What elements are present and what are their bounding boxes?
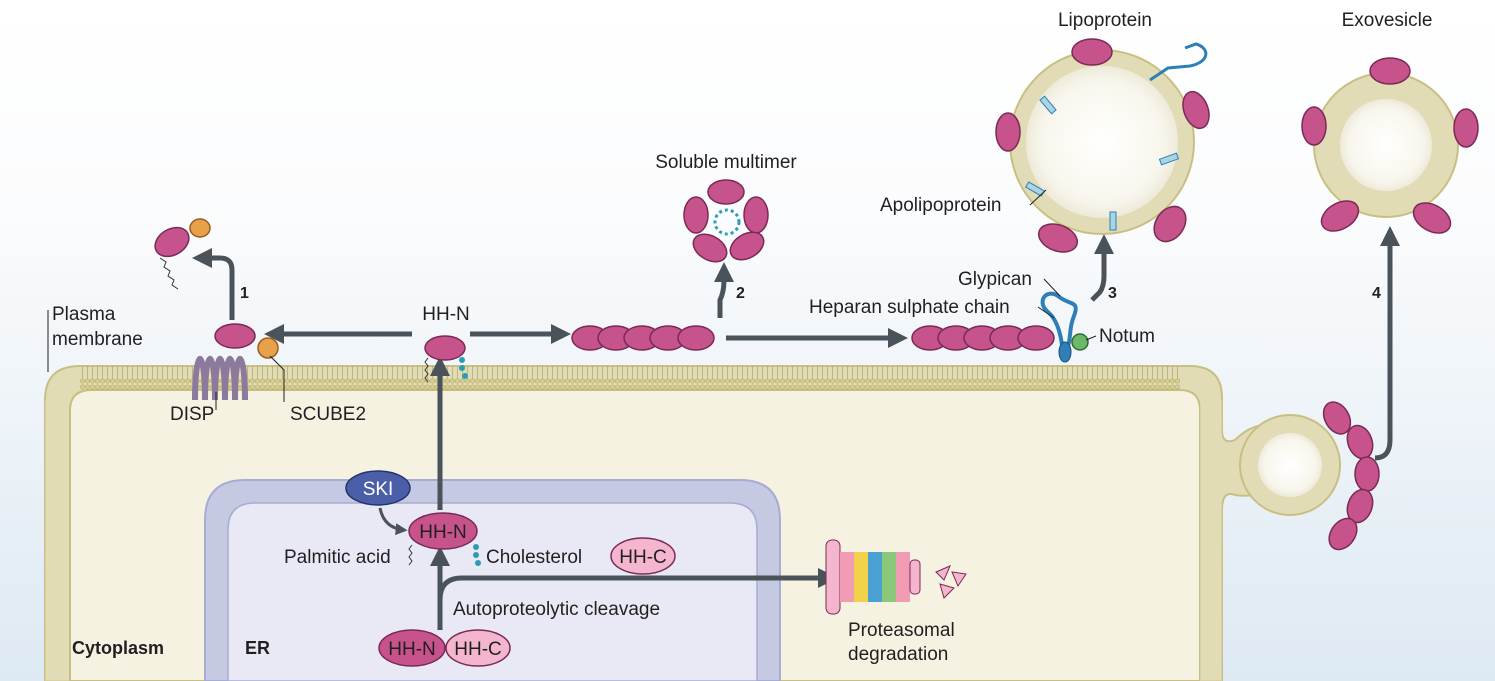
ski-label: SKI	[363, 479, 394, 500]
hh-n-cluster-1	[571, 325, 715, 351]
hh-n-er-label: HH-N	[419, 522, 467, 543]
notum-label: Notum	[1099, 326, 1155, 347]
cholesterol-moiety	[473, 544, 481, 566]
palmitic-acid-label: Palmitic acid	[284, 547, 391, 568]
apolipoprotein-label: Apolipoprotein	[880, 195, 1001, 216]
er-label: ER	[245, 638, 270, 658]
autoproteolytic-cleavage-label: Autoproteolytic cleavage	[453, 599, 660, 620]
soluble-multimer	[683, 179, 769, 263]
heparan-sulphate-chain-label: Heparan sulphate chain	[809, 297, 1010, 318]
exovesicle-label: Exovesicle	[1342, 10, 1433, 31]
membrane-bilayer-left	[45, 400, 69, 681]
proteasomal-degradation-label-line1: Proteasomal	[848, 620, 955, 641]
glypican	[1040, 291, 1078, 363]
hh-n-cluster-2	[911, 325, 1055, 351]
plasma-membrane-label-line1: Plasma	[52, 304, 116, 325]
precursor-hh-n-label: HH-N	[388, 639, 436, 660]
precursor-hh-c-label: HH-C	[454, 639, 502, 660]
arrow-route-3	[1090, 234, 1114, 302]
arrow-to-proteasome	[437, 568, 838, 601]
membrane-bilayer-right	[1200, 400, 1222, 681]
disp-transporter	[192, 323, 279, 401]
hh-n-er-modified	[408, 512, 481, 566]
route-number-3: 3	[1108, 285, 1117, 302]
cytoplasm-label: Cytoplasm	[72, 638, 164, 658]
ski-enzyme	[345, 470, 411, 506]
lipoprotein-label: Lipoprotein	[1058, 10, 1152, 31]
arrow-route-4	[1374, 226, 1400, 461]
hh-c-label: HH-C	[619, 547, 667, 568]
scube2-protein	[257, 337, 279, 359]
route-number-4: 4	[1372, 285, 1381, 302]
disp-label: DISP	[170, 404, 214, 425]
lipoprotein	[995, 38, 1210, 253]
hh-precursor	[378, 629, 511, 667]
soluble-multimer-label: Soluble multimer	[655, 152, 797, 173]
palmitic-acid-chain	[408, 544, 413, 566]
pathway-arrows	[192, 226, 1400, 630]
plasma-membrane-label-line2: membrane	[52, 329, 143, 350]
released-hh-scube2	[154, 218, 211, 290]
leader-lines	[47, 189, 1097, 410]
route-number-1: 1	[240, 285, 249, 302]
hh-n-membrane-label: HH-N	[422, 304, 470, 325]
cholesterol-label: Cholesterol	[486, 547, 582, 568]
hh-c-free	[610, 537, 676, 575]
membrane-bilayer-top	[80, 366, 1180, 390]
arrow-ski-to-hh	[378, 507, 408, 536]
notum	[1071, 333, 1089, 351]
budding-exovesicle	[1239, 401, 1380, 551]
lipoprotein-glypican	[1149, 42, 1208, 82]
proteasomal-degradation-label-line2: degradation	[848, 644, 948, 665]
hh-n-membrane-anchored	[424, 335, 468, 383]
route-number-2: 2	[736, 285, 745, 302]
proteasome	[825, 539, 967, 615]
glypican-label: Glypican	[958, 269, 1032, 290]
arrow-route-1	[192, 248, 235, 320]
exovesicle	[1301, 57, 1479, 234]
arrow-route-2	[714, 262, 734, 318]
scube2-label: SCUBE2	[290, 404, 366, 425]
